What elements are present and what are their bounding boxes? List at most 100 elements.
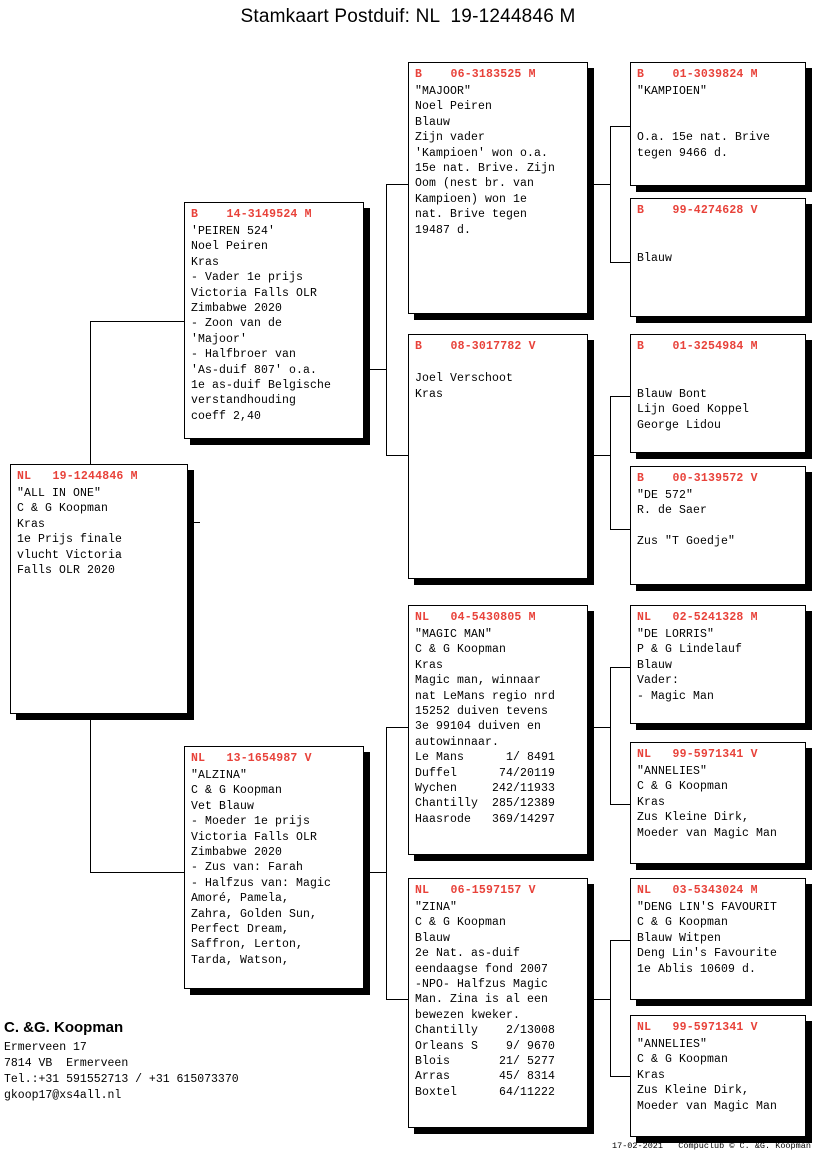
detail-line: George Lidou	[637, 418, 722, 432]
race-result-row: Wychen 242/11933	[415, 782, 556, 796]
detail-line: Blauw	[637, 251, 673, 265]
connector-to-mff	[610, 667, 630, 668]
detail-line: Zus Kleine Dirk,	[637, 811, 750, 825]
detail-line: Kras	[637, 1068, 666, 1082]
page-title: Stamkaart Postduif: NL 19-1244846 M	[240, 6, 576, 27]
detail-line: -NPO- Halfzus Magic	[415, 978, 549, 992]
race-result-row: Duffel 74/20119	[415, 766, 556, 780]
detail-line: Deng Lin's Favourite	[637, 947, 778, 961]
connector-ff-vertical-lower	[610, 184, 611, 263]
race-result-row: Orleans S 9/ 9670	[415, 1039, 556, 1053]
pedigree-box-ffm[interactable]: B 99-4274628 V Blauw	[630, 198, 806, 317]
pedigree-box-mff[interactable]: NL 02-5241328 M "DE LORRIS"P & G Lindela…	[630, 605, 806, 724]
race-result-row: Blois 21/ 5277	[415, 1055, 556, 1069]
detail-line: nat. Brive tegen	[415, 208, 528, 222]
detail-line	[637, 235, 799, 250]
detail-line: Kampioen) won 1e	[415, 192, 528, 206]
detail-line	[637, 519, 799, 534]
detail-line: Amoré, Pamela,	[191, 892, 290, 906]
connector-to-mother	[90, 872, 184, 873]
detail-line: gkoop17@xs4all.nl	[4, 1089, 122, 1102]
ring-number-mother: NL 13-1654987 V	[191, 752, 312, 765]
detail-line: O.a. 15e nat. Brive	[637, 131, 771, 145]
ring-number-father-mother: B 08-3017782 V	[415, 340, 536, 353]
detail-line: "ALL IN ONE"	[17, 487, 102, 500]
connector-ff-vertical-upper	[610, 126, 611, 185]
detail-line: - Halfbroer van	[191, 348, 297, 362]
ring-number-fff: B 01-3039824 M	[637, 68, 758, 81]
detail-line: Blauw Bont	[637, 387, 708, 401]
detail-line: - Halfzus van: Magic	[191, 876, 332, 890]
detail-line: Tel.:+31 591552713 / +31 615073370	[4, 1073, 239, 1086]
detail-line: Perfect Dream,	[191, 923, 290, 937]
ring-number-fmf: B 01-3254984 M	[637, 340, 758, 353]
detail-line: C & G Koopman	[17, 502, 109, 516]
connector-to-fm	[386, 455, 408, 456]
detail-line	[637, 356, 799, 371]
detail-line: Kras	[17, 517, 46, 531]
connector-to-mfm	[610, 804, 630, 805]
detail-line: Zimbabwe 2020	[191, 302, 283, 316]
connector-father-stub	[364, 369, 386, 370]
detail-line: "ZINA"	[415, 901, 458, 914]
detail-line: 3e 99104 duiven en	[415, 720, 542, 734]
detail-line: 1e as-duif Belgische	[191, 379, 332, 393]
connector-fm-vertical-lower	[610, 455, 611, 530]
ring-number-ffm: B 99-4274628 V	[637, 204, 758, 217]
detail-line: "MAGIC MAN"	[415, 628, 493, 641]
connector-to-mmm	[610, 1076, 630, 1077]
detail-line: Victoria Falls OLR	[191, 830, 318, 844]
detail-line: nat LeMans regio nrd	[415, 689, 556, 703]
detail-line: R. de Saer	[637, 504, 708, 518]
pedigree-box-fff[interactable]: B 01-3039824 M "KAMPIOEN" O.a. 15e nat. …	[630, 62, 806, 186]
connector-fm-stub	[588, 455, 610, 456]
detail-line	[637, 371, 799, 386]
detail-line: 'PEIREN 524'	[191, 225, 276, 238]
connector-mother-vertical-lower	[386, 872, 387, 1000]
detail-line: - Zoon van de	[191, 317, 283, 331]
pedigree-box-fmm[interactable]: B 00-3139572 V "DE 572"R. de Saer Zus "T…	[630, 466, 806, 585]
race-result-row: Boxtel 64/11222	[415, 1085, 556, 1099]
detail-line: 2e Nat. as-duif	[415, 947, 521, 961]
ring-number-mother-father: NL 04-5430805 M	[415, 611, 536, 624]
detail-line: Noel Peiren	[191, 240, 269, 254]
pedigree-box-mother-father[interactable]: NL 04-5430805 M "MAGIC MAN"C & G Koopman…	[408, 605, 588, 855]
detail-line: 15e nat. Brive. Zijn	[415, 162, 556, 176]
detail-line: Noel Peiren	[415, 100, 493, 114]
detail-line	[637, 115, 799, 130]
detail-line: Joel Verschoot	[415, 372, 514, 386]
connector-mother-stub	[364, 872, 386, 873]
detail-line: 1e Prijs finale	[17, 533, 123, 547]
detail-line: Moeder van Magic Man	[637, 826, 778, 840]
detail-line: - Vader 1e prijs	[191, 271, 304, 285]
detail-line: Blauw	[637, 658, 673, 672]
detail-line: 19487 d.	[415, 223, 472, 237]
detail-line: Kras	[415, 387, 444, 401]
pedigree-box-subject[interactable]: NL 19-1244846 M "ALL IN ONE"C & G Koopma…	[10, 464, 188, 714]
connector-mf-vertical-lower	[610, 727, 611, 805]
detail-line: C & G Koopman	[191, 784, 283, 798]
detail-line: Zahra, Golden Sun,	[191, 907, 318, 921]
ring-number-mmf: NL 03-5343024 M	[637, 884, 758, 897]
ring-number-fmm: B 00-3139572 V	[637, 472, 758, 485]
